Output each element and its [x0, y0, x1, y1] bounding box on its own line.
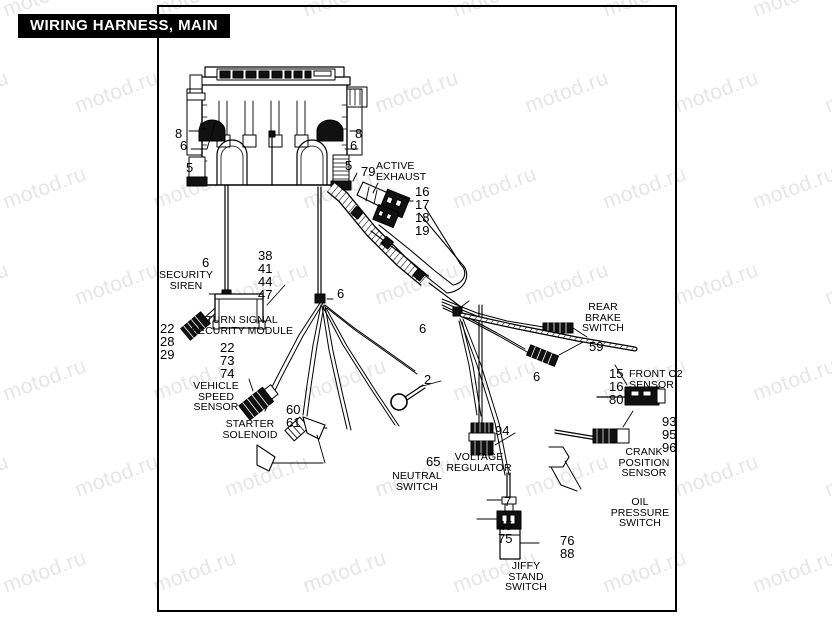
watermark-text: motod.ru [0, 66, 12, 118]
vehicle-speed-sensor [238, 378, 279, 421]
watermark-text: motod.ru [0, 450, 12, 502]
watermark-text: motod.ru [672, 450, 762, 502]
callout-starter-61: 61 [286, 415, 301, 430]
callout-jiffy-75: 75 [498, 531, 513, 546]
active-exhaust-connectors [356, 181, 414, 229]
callout-neutral-65: 65 [426, 454, 441, 469]
callout-crank-93: 93 [662, 414, 677, 429]
turn-signal-security-module [212, 284, 286, 330]
label-jiffy-stand-switch: JIFFY STAND SWITCH [504, 560, 547, 594]
neutral-switch [256, 416, 326, 472]
ring-terminal-2 [390, 380, 442, 411]
callout-voltage-94: 94 [495, 423, 510, 438]
callout-module-38: 38 [258, 248, 273, 263]
callout-rear-brake-59: 59 [589, 339, 604, 354]
watermark-text: motod.ru [750, 546, 832, 598]
watermark-text: motod.ru [822, 450, 832, 502]
callout-mid-tie-6: 6 [419, 321, 427, 336]
callout-connector-19: 19 [415, 223, 430, 238]
watermark-text: motod.ru [822, 258, 832, 310]
callout-siren-tie-6: 6 [202, 255, 210, 270]
label-turn-signal-security-module: TURN SIGNAL SECURITY MODULE [190, 314, 294, 337]
callout-ecm-left-8: 8 [175, 126, 183, 141]
starter-solenoid [284, 416, 328, 442]
label-voltage-regulator: VOLTAGE REGULATOR [446, 451, 512, 474]
callout-module-44: 44 [258, 274, 273, 289]
ecm-assembly [186, 66, 368, 191]
center-breakout [260, 186, 418, 431]
watermark-text: motod.ru [822, 66, 832, 118]
callout-ecm-right-8: 8 [355, 126, 363, 141]
label-neutral-switch: NEUTRAL SWITCH [392, 470, 442, 493]
wiring-harness-artwork [180, 66, 666, 560]
callout-module-47: 47 [258, 287, 273, 302]
right-breakout [452, 300, 638, 476]
callout-siren-29: 29 [160, 347, 175, 362]
conduit-loop [370, 206, 468, 294]
callout-connector-17: 17 [415, 197, 430, 212]
callout-vss-22: 22 [220, 340, 235, 355]
callout-siren-28: 28 [160, 334, 175, 349]
label-oil-pressure-switch: OIL PRESSURE SWITCH [610, 496, 670, 530]
oil-pressure-switch [548, 446, 582, 492]
page-title: WIRING HARNESS, MAIN [18, 14, 230, 38]
conduit-cable-ties [350, 205, 426, 282]
front-o2-sensor [596, 364, 666, 406]
callout-jiffy-76: 76 [560, 533, 575, 548]
callout-vss-74: 74 [220, 366, 235, 381]
diagram-border [157, 5, 677, 612]
callout-center-tie-6: 6 [337, 286, 345, 301]
watermark-text: motod.ru [72, 66, 162, 118]
label-front-o2-sensor: FRONT O2 SENSOR [629, 368, 683, 391]
callout-o2-16: 16 [609, 379, 624, 394]
watermark-text: motod.ru [672, 66, 762, 118]
callout-ring-terminal-2: 2 [424, 372, 432, 387]
watermark-text: motod.ru [0, 354, 90, 406]
label-rear-brake-switch: REAR BRAKE SWITCH [581, 301, 624, 335]
watermark-text: motod.ru [750, 162, 832, 214]
callout-connector-18: 18 [415, 210, 430, 225]
callout-connector-16: 16 [415, 184, 430, 199]
watermark-text: motod.ru [0, 546, 90, 598]
jiffy-stand-switch [476, 472, 540, 560]
callout-jiffy-88: 88 [560, 546, 575, 561]
callout-crank-96: 96 [662, 440, 677, 455]
watermark-text: motod.ru [0, 258, 12, 310]
callout-module-41: 41 [258, 261, 273, 276]
callout-o2-15: 15 [609, 366, 624, 381]
label-active-exhaust: ACTIVE EXHAUST [376, 160, 427, 183]
callout-crank-95: 95 [662, 427, 677, 442]
callout-ecm-right-6: 6 [350, 138, 358, 153]
callout-starter-60: 60 [286, 402, 301, 417]
callout-o2-80: 80 [609, 392, 624, 407]
ecm-leaders [186, 122, 361, 182]
callout-active-exhaust-79: 79 [361, 164, 376, 179]
callout-ecm-left-5: 5 [186, 160, 194, 175]
callout-jiffy-7: 7 [504, 494, 512, 509]
watermark-text: motod.ru [750, 0, 832, 23]
callout-ecm-right-5: 5 [345, 158, 353, 173]
callout-vss-73: 73 [220, 353, 235, 368]
watermark-text: motod.ru [0, 162, 90, 214]
label-starter-solenoid: STARTER SOLENOID [222, 418, 278, 441]
watermark-text: motod.ru [72, 258, 162, 310]
watermark-text: motod.ru [750, 354, 832, 406]
label-security-siren: SECURITY SIREN [159, 269, 213, 292]
watermark-text: motod.ru [72, 450, 162, 502]
crank-position-sensor [554, 410, 634, 444]
callout-ecm-left-6: 6 [180, 138, 188, 153]
label-crank-position-sensor: CRANK POSITION SENSOR [618, 446, 670, 480]
callout-right-tie-6: 6 [533, 369, 541, 384]
callout-jiffy-45: 45 [498, 518, 513, 533]
callout-siren-22: 22 [160, 321, 175, 336]
watermark-text: motod.ru [672, 258, 762, 310]
label-vehicle-speed-sensor: VEHICLE SPEED SENSOR [193, 380, 239, 414]
